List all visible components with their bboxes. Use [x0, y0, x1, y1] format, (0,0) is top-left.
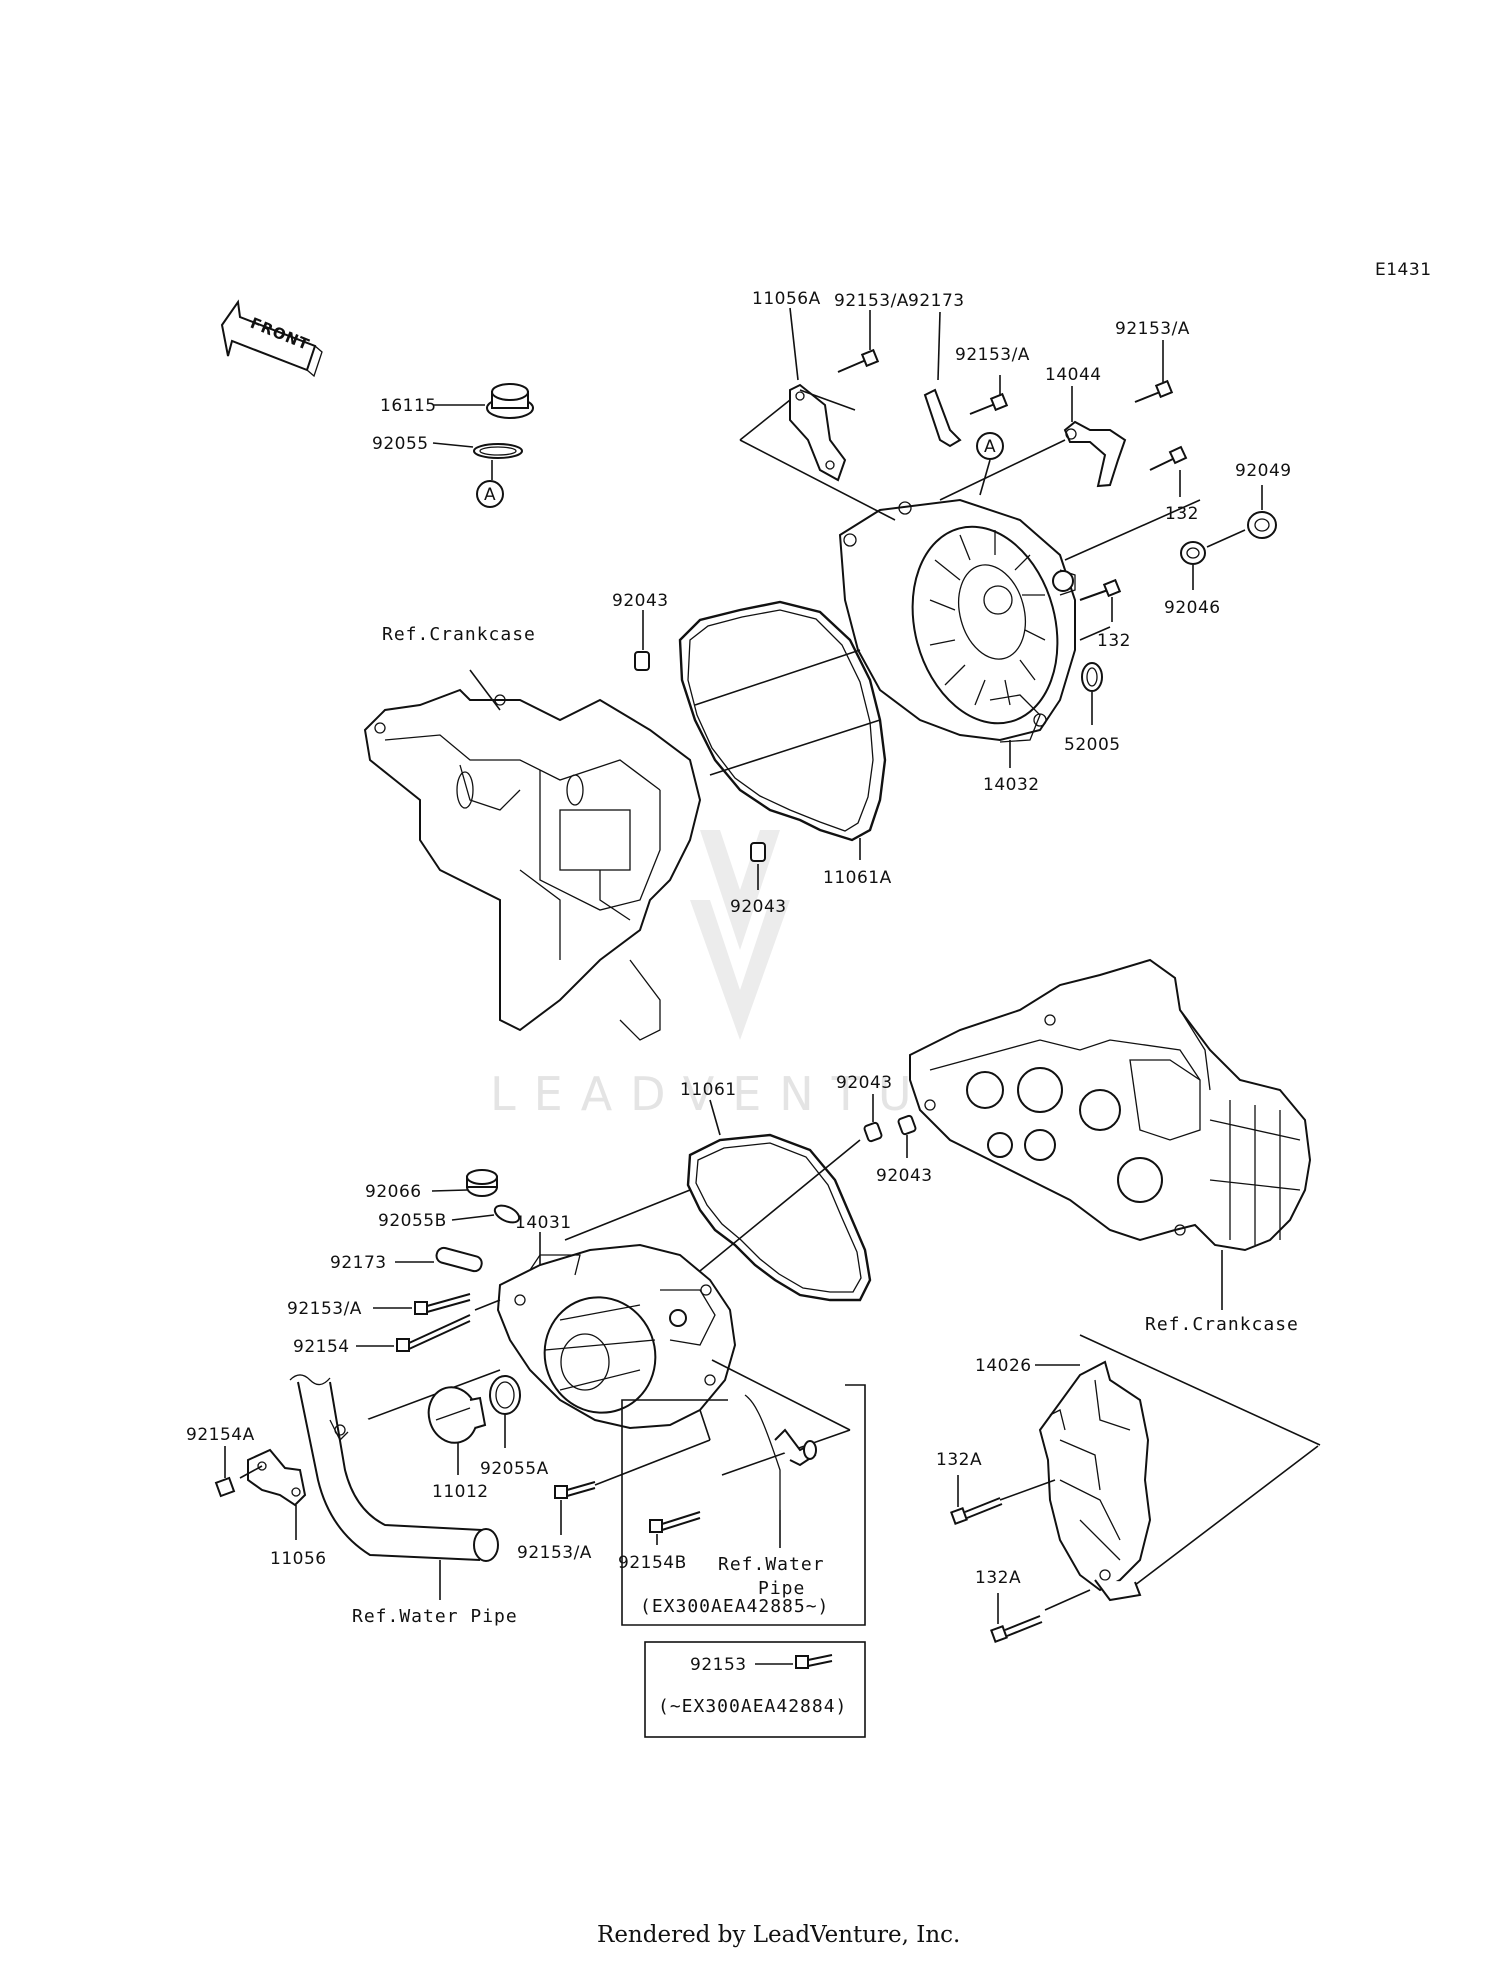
label-92043-top2: 92043 — [730, 897, 787, 917]
diagram-code: E1431 — [1375, 260, 1432, 280]
ref-water-pipe-box-line1: Ref.Water — [718, 1554, 825, 1575]
label-132A-2: 132A — [975, 1568, 1021, 1588]
bolt-132-2 — [1079, 578, 1122, 601]
callout-a-marker-cover — [976, 432, 1004, 460]
dowel-pin-top-2 — [750, 842, 766, 862]
bolt-92153A-left — [414, 1293, 471, 1315]
bolt-132A-2 — [990, 1615, 1043, 1643]
serial-to: (~EX300AEA42884) — [658, 1696, 847, 1717]
label-92043-top1: 92043 — [612, 591, 669, 611]
label-92153A-top2: 92153/A — [955, 345, 1030, 365]
generator-cover — [496, 1243, 737, 1430]
label-11061: 11061 — [680, 1080, 737, 1100]
label-92153A-top3: 92153/A — [1115, 319, 1190, 339]
dowel-92173-top — [923, 388, 962, 448]
label-14031: 14031 — [515, 1213, 572, 1233]
bolt-92153A-top-1 — [837, 348, 880, 373]
o-ring-92055B — [493, 1204, 521, 1224]
bolt-92154 — [396, 1314, 471, 1352]
guard-14026 — [1038, 1360, 1152, 1602]
bracket-11056 — [247, 1448, 307, 1507]
bolt-132-1 — [1149, 445, 1188, 471]
bracket-11056A — [789, 383, 847, 482]
callout-a-text-cover: A — [984, 437, 996, 457]
bolt-92153 — [795, 1654, 833, 1669]
label-16115: 16115 — [380, 396, 437, 416]
label-11061A: 11061A — [823, 868, 892, 888]
label-11012: 11012 — [432, 1482, 489, 1502]
label-92055: 92055 — [372, 434, 429, 454]
label-92153A-left: 92153/A — [287, 1299, 362, 1319]
label-92154: 92154 — [293, 1337, 350, 1357]
dowel-pin-bot-2 — [897, 1114, 917, 1136]
label-132-2: 132 — [1097, 631, 1131, 651]
dowel-pin-bot-1 — [863, 1121, 883, 1143]
label-14032: 14032 — [983, 775, 1040, 795]
clutch-cover — [838, 498, 1076, 743]
cap-11012 — [427, 1386, 487, 1444]
water-pipe-ref — [289, 1374, 499, 1562]
label-92066: 92066 — [365, 1182, 422, 1202]
label-11056: 11056 — [270, 1549, 327, 1569]
label-92154A: 92154A — [186, 1425, 255, 1445]
label-92055A: 92055A — [480, 1459, 549, 1479]
label-92055B: 92055B — [378, 1211, 447, 1231]
label-14044: 14044 — [1045, 365, 1102, 385]
bolt-92154A — [214, 1476, 236, 1498]
front-direction-arrow: FRONT — [220, 299, 323, 378]
variant-box-new — [621, 1384, 866, 1626]
lower-crankcase-ref — [909, 958, 1312, 1252]
label-14026: 14026 — [975, 1356, 1032, 1376]
water-pipe-ref-box — [744, 1394, 817, 1510]
o-ring-92055A — [489, 1375, 521, 1415]
washer-92049 — [1247, 511, 1277, 539]
label-92154B: 92154B — [618, 1553, 687, 1573]
oil-filler-cap-part — [473, 383, 534, 459]
variant-box-old — [644, 1641, 866, 1738]
ref-water-pipe: Ref.Water Pipe — [352, 1606, 518, 1627]
label-92043-bot2: 92043 — [876, 1166, 933, 1186]
bolt-92153A-top-3 — [1134, 379, 1174, 403]
oil-seal-92046 — [1180, 541, 1206, 565]
generator-cover-gasket — [686, 1133, 872, 1302]
bolt-132A-1 — [950, 1497, 1003, 1525]
label-132A-1: 132A — [936, 1450, 982, 1470]
label-92173-bot: 92173 — [330, 1253, 387, 1273]
footer-text: Rendered by LeadVenture, Inc. — [597, 1922, 960, 1948]
label-52005: 52005 — [1064, 735, 1121, 755]
label-92049: 92049 — [1235, 461, 1292, 481]
label-92173-top: 92173 — [908, 291, 965, 311]
label-92153A-top1: 92153/A — [834, 291, 909, 311]
bolt-92154B — [649, 1511, 701, 1533]
label-132-1: 132 — [1165, 504, 1199, 524]
label-11056A: 11056A — [752, 289, 821, 309]
plug-92066 — [466, 1169, 498, 1197]
dowel-92173-bot — [435, 1246, 483, 1273]
bolt-92153A-top-2 — [969, 392, 1009, 415]
callout-a-marker-left — [476, 480, 504, 508]
label-92153A-center: 92153/A — [517, 1543, 592, 1563]
label-92153: 92153 — [690, 1655, 747, 1675]
label-92046: 92046 — [1164, 598, 1221, 618]
upper-crankcase-ref — [363, 688, 702, 1041]
bolt-92153A-center — [554, 1481, 596, 1499]
label-92043-bot1: 92043 — [836, 1073, 893, 1093]
ref-crankcase-bot: Ref.Crankcase — [1145, 1314, 1299, 1335]
ref-water-pipe-box-line2: Pipe — [758, 1578, 805, 1599]
o-ring-52005 — [1081, 662, 1103, 692]
dowel-pin-top-1 — [634, 651, 650, 671]
serial-from: (EX300AEA42885~) — [640, 1596, 829, 1617]
clutch-lever-14044 — [1063, 420, 1127, 488]
ref-crankcase-top: Ref.Crankcase — [382, 624, 536, 645]
callout-a-text-left: A — [484, 485, 496, 505]
clutch-cover-gasket — [678, 600, 887, 842]
